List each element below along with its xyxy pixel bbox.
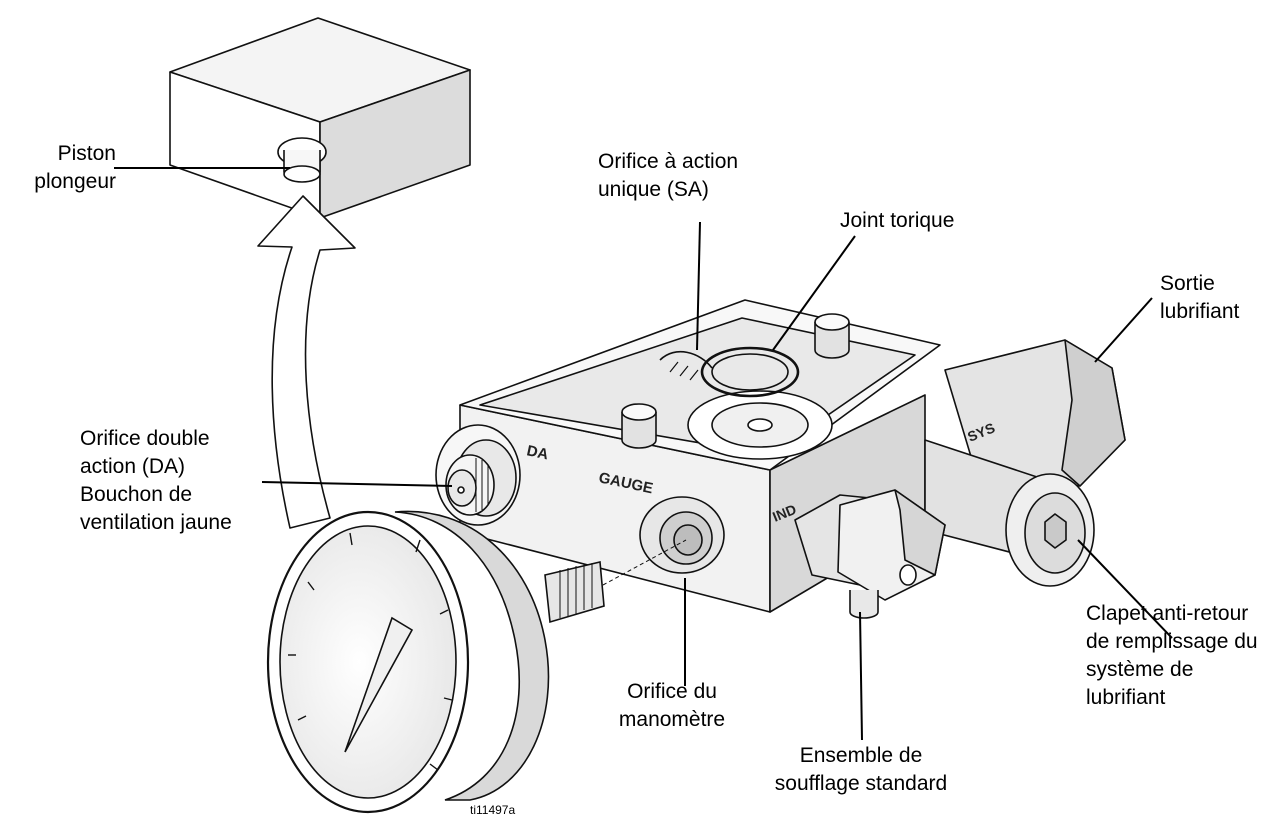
label-blowoff-line2: soufflage standard bbox=[774, 772, 948, 795]
label-gauge-port-line1: Orifice du bbox=[627, 680, 717, 703]
pressure-gauge bbox=[266, 510, 605, 814]
label-check-valve: Clapet anti-retour de remplissage du sys… bbox=[1086, 600, 1258, 712]
label-outlet-line2: lubrifiant bbox=[1160, 300, 1240, 323]
label-sa-port-line1: Orifice à action bbox=[598, 150, 739, 173]
figure-reference: ti11497a bbox=[470, 803, 516, 817]
label-gauge-port-line2: manomètre bbox=[618, 708, 726, 731]
label-da-port-line3: Bouchon de bbox=[80, 483, 193, 506]
label-piston-line2: plongeur bbox=[34, 170, 116, 193]
stamp-da: DA bbox=[525, 442, 550, 463]
label-da-port-line2: action (DA) bbox=[80, 455, 186, 478]
label-check-valve-line3: système de bbox=[1086, 658, 1194, 681]
label-outlet: Sortie lubrifiant bbox=[1160, 270, 1239, 326]
vent-plug bbox=[445, 454, 495, 516]
label-o-ring: Joint torique bbox=[840, 207, 954, 235]
flow-arrow bbox=[257, 195, 356, 529]
label-sa-port: Orifice à action unique (SA) bbox=[598, 148, 738, 204]
label-piston-line1: Piston bbox=[57, 142, 116, 165]
label-da-port-line4: ventilation jaune bbox=[80, 511, 232, 534]
plunger-block bbox=[169, 17, 471, 219]
label-piston: Piston plongeur bbox=[10, 140, 116, 196]
label-da-port: Orifice double action (DA) Bouchon de ve… bbox=[80, 425, 232, 537]
label-sa-port-line2: unique (SA) bbox=[598, 178, 709, 201]
label-check-valve-line1: Clapet anti-retour bbox=[1086, 602, 1249, 625]
label-check-valve-line2: de remplissage du bbox=[1086, 630, 1258, 653]
label-da-port-line1: Orifice double bbox=[80, 427, 210, 450]
label-check-valve-line4: lubrifiant bbox=[1086, 686, 1166, 709]
label-blowoff-line1: Ensemble de bbox=[799, 744, 923, 767]
label-outlet-line1: Sortie bbox=[1160, 272, 1215, 295]
label-blowoff: Ensemble de soufflage standard bbox=[756, 742, 966, 798]
alignment-line bbox=[602, 539, 687, 586]
label-gauge-port: Orifice du manomètre bbox=[592, 678, 752, 734]
label-o-ring-line1: Joint torique bbox=[840, 209, 955, 232]
leader-lines bbox=[114, 167, 1173, 741]
